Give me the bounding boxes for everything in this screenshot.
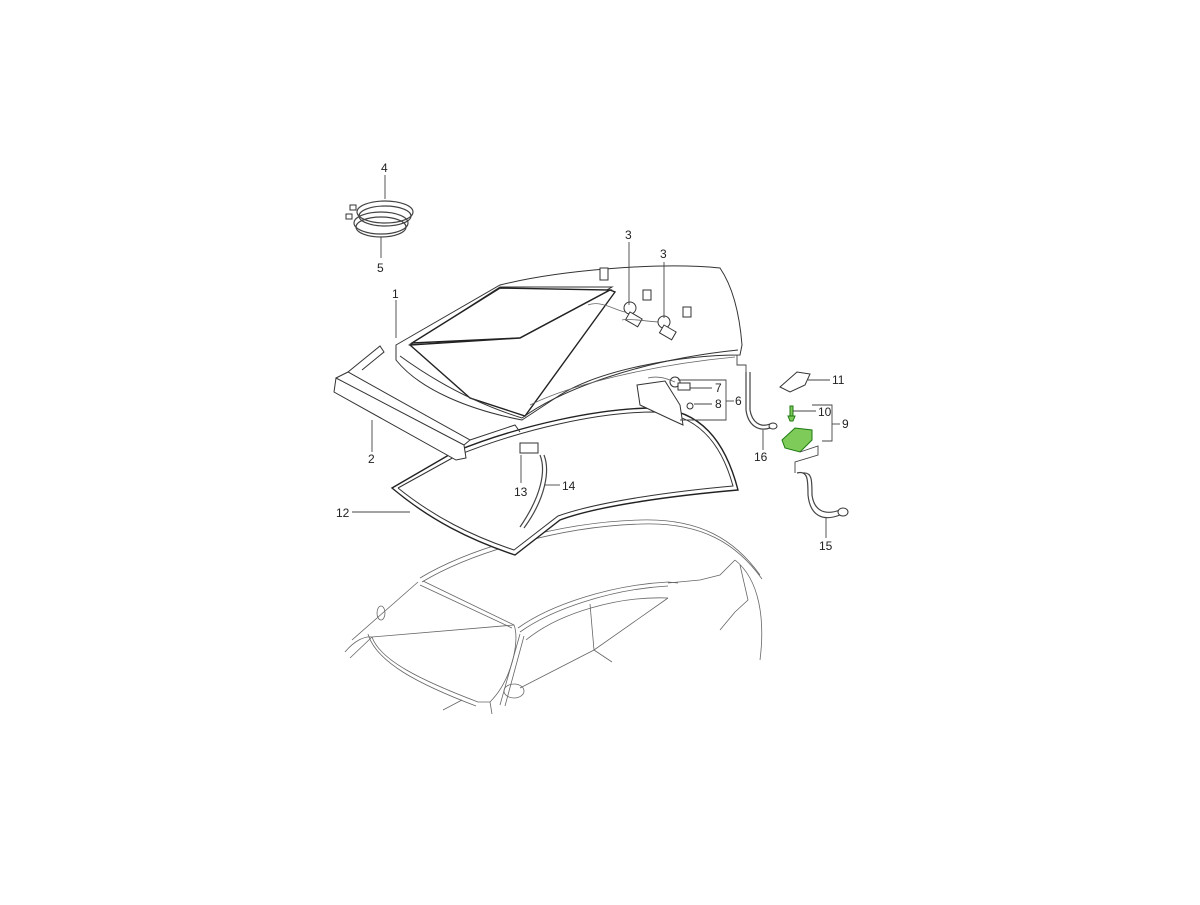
connector-lock-drawings xyxy=(587,301,677,341)
front-trim-panel-drawing xyxy=(333,345,521,461)
cable-coils-drawing xyxy=(345,200,414,238)
callout-15[interactable]: 15 xyxy=(819,539,833,553)
drain-hose-rear-drawing xyxy=(794,445,849,519)
callout-6[interactable]: 6 xyxy=(735,394,742,408)
callout-11[interactable]: 11 xyxy=(832,373,845,387)
callout-3-left[interactable]: 3 xyxy=(625,228,632,242)
leader-lines xyxy=(352,175,840,538)
car-body-outline xyxy=(344,519,763,715)
drain-hose-side-drawing xyxy=(736,355,778,430)
callout-16[interactable]: 16 xyxy=(754,450,768,464)
bracket-highlight-drawing xyxy=(781,405,813,453)
callout-7[interactable]: 7 xyxy=(715,381,722,395)
callout-5[interactable]: 5 xyxy=(377,261,384,275)
callout-12[interactable]: 12 xyxy=(336,506,350,520)
callout-10[interactable]: 10 xyxy=(818,405,832,419)
hardtop-shell-drawing xyxy=(395,265,743,421)
callout-8[interactable]: 8 xyxy=(715,397,722,411)
cover-cap-drawing xyxy=(779,371,811,393)
callout-9[interactable]: 9 xyxy=(842,417,849,431)
callout-3-right[interactable]: 3 xyxy=(660,247,667,261)
callout-2[interactable]: 2 xyxy=(368,452,375,466)
holder-and-hose-front-drawing xyxy=(519,442,548,529)
lock-assembly-drawing xyxy=(636,376,694,426)
callout-4[interactable]: 4 xyxy=(381,161,388,175)
callout-1[interactable]: 1 xyxy=(392,287,399,301)
callout-14[interactable]: 14 xyxy=(562,479,576,493)
roof-seal-drawing xyxy=(390,407,739,556)
callout-13[interactable]: 13 xyxy=(514,485,528,499)
